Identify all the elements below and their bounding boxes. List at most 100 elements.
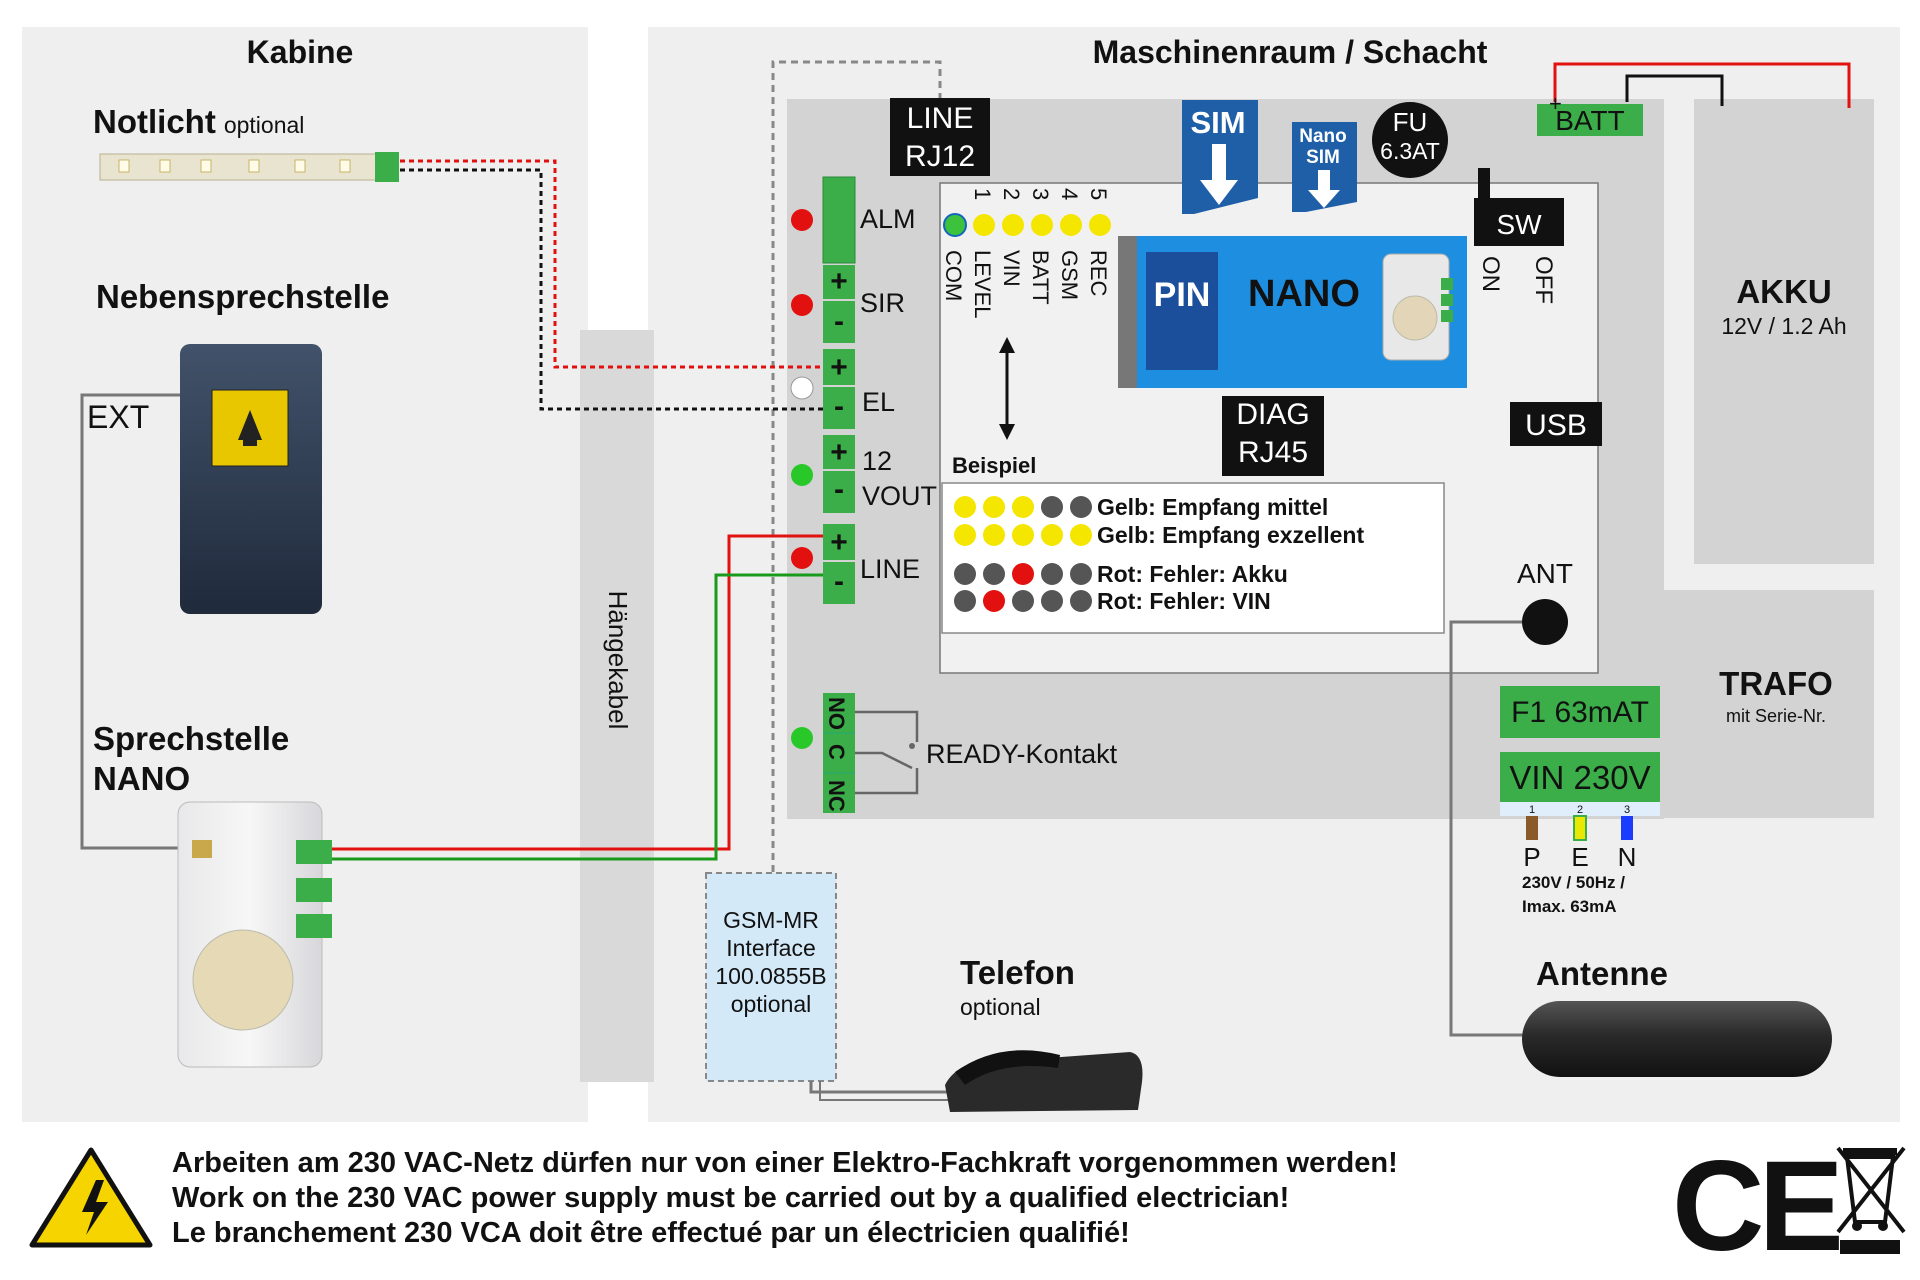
batt-terminal — [1537, 104, 1643, 136]
led-number: 5 — [1086, 188, 1111, 200]
ext-label: EXT — [87, 399, 149, 435]
terminal-12-label: 12 — [862, 446, 892, 476]
led-number: 3 — [1028, 188, 1053, 200]
terminal-sign: - — [834, 305, 844, 338]
led-label: REC — [1086, 250, 1111, 297]
trafo-sub: mit Serie-Nr. — [1726, 706, 1826, 726]
status-leds — [973, 214, 1111, 236]
trafo-title: TRAFO — [1719, 665, 1833, 702]
terminal-el-label: EL — [862, 387, 895, 417]
ready-c-label: C — [824, 744, 849, 760]
diag-label-1: DIAG — [1236, 398, 1309, 431]
beispiel-label: Beispiel — [952, 453, 1036, 478]
vin-pin-strip — [1500, 802, 1660, 816]
nano-sim-label-2: SIM — [1306, 147, 1340, 168]
status-led — [1089, 214, 1111, 236]
line-rj12-text-2: RJ12 — [905, 140, 975, 173]
telefon-title: Telefon — [960, 954, 1075, 991]
ext-wire — [80, 393, 180, 850]
terminal-sign: + — [830, 526, 848, 559]
ready-contact: NO C NC — [823, 693, 919, 813]
example-led — [983, 496, 1005, 518]
switch-on-label: ON — [1477, 256, 1504, 292]
status-led — [973, 214, 995, 236]
switch-sw — [1474, 198, 1564, 246]
sprechstelle-nano-device — [177, 801, 332, 1068]
terminal-block — [822, 176, 856, 264]
switch-off-label: OFF — [1530, 256, 1557, 304]
usb-badge — [1510, 402, 1602, 446]
terminal-sign: - — [834, 565, 844, 598]
terminal-sign: + — [830, 265, 848, 298]
line-rj12-text-1: LINE — [907, 102, 974, 135]
terminal-sign: + — [830, 351, 848, 384]
example-led — [954, 563, 976, 585]
alm-led — [791, 209, 813, 231]
terminal-sign: - — [834, 473, 844, 506]
wire-n — [1621, 816, 1633, 840]
notlicht-label: Notlicht — [93, 103, 216, 140]
vin-label: VIN 230V — [1509, 759, 1650, 796]
akku-spec: 12V / 1.2 Ah — [1721, 313, 1846, 339]
switch-lever — [1478, 168, 1490, 200]
haengekabel-bar — [580, 330, 654, 1082]
gsm-line-1: GSM-MR — [723, 907, 819, 933]
example-row: Gelb: Empfang exzellent — [954, 522, 1364, 548]
example-led — [1070, 496, 1092, 518]
terminal-sign: + — [830, 436, 848, 469]
example-led — [1041, 496, 1063, 518]
led-text-labels: COM LEVEL VIN BATT GSM REC — [941, 250, 1111, 319]
example-led — [954, 590, 976, 612]
nano-device-icon — [1382, 253, 1453, 361]
led-number-labels: 1 2 3 4 5 — [970, 188, 1111, 200]
ready-terminal — [823, 693, 855, 813]
telephone-icon — [945, 1050, 1143, 1112]
example-text: Gelb: Empfang mittel — [1097, 494, 1328, 520]
terminal-block — [823, 562, 855, 604]
example-led — [983, 524, 1005, 546]
led-number: 4 — [1057, 188, 1082, 200]
example-led — [954, 524, 976, 546]
example-text: Rot: Fehler: VIN — [1097, 588, 1271, 614]
fuse-fu — [1372, 102, 1448, 178]
terminal-block — [823, 471, 855, 513]
example-row: Rot: Fehler: VIN — [954, 588, 1271, 614]
example-led — [1041, 524, 1063, 546]
example-led — [1070, 590, 1092, 612]
fuse-fu-label-2: 6.3AT — [1380, 138, 1440, 164]
sim-arrow-icon — [1200, 144, 1238, 205]
pin-badge — [1146, 252, 1218, 370]
gsm-line-4: optional — [731, 991, 812, 1017]
terminal-sign: - — [834, 390, 844, 423]
weee-bin-icon — [1836, 1146, 1906, 1254]
maschinenraum-title: Maschinenraum / Schacht — [1093, 34, 1488, 70]
power-spec-2: Imax. 63mA — [1522, 897, 1617, 916]
fuse-f1-block — [1500, 686, 1660, 738]
gsm-line-2: Interface — [726, 935, 816, 961]
example-led — [954, 496, 976, 518]
terminal-block — [823, 387, 855, 429]
batt-label: BATT — [1555, 105, 1624, 136]
switch-sw-label: SW — [1496, 209, 1542, 240]
line-rj12-badge — [890, 98, 990, 176]
batt-red-wire — [1553, 62, 1851, 108]
example-led — [1012, 590, 1034, 612]
status-led — [1031, 214, 1053, 236]
example-row: Gelb: Empfang mittel — [954, 494, 1328, 520]
terminal-strip — [822, 176, 856, 604]
telefon-cable-2 — [819, 1081, 955, 1101]
sir-led — [791, 294, 813, 316]
sprechstelle-title-2: NANO — [93, 760, 190, 797]
akku-title: AKKU — [1736, 273, 1831, 310]
double-arrow-icon — [999, 337, 1015, 440]
line-led — [791, 547, 813, 569]
example-row: Rot: Fehler: Akku — [954, 561, 1288, 587]
fuse-fu-label-1: FU — [1393, 107, 1428, 137]
led-number: 1 — [970, 188, 995, 200]
led-label-com: COM — [941, 250, 966, 301]
terminal-line-label: LINE — [860, 554, 920, 584]
fuse-f1-label: F1 63mAT — [1511, 696, 1649, 729]
telefon-sub: optional — [960, 994, 1041, 1020]
